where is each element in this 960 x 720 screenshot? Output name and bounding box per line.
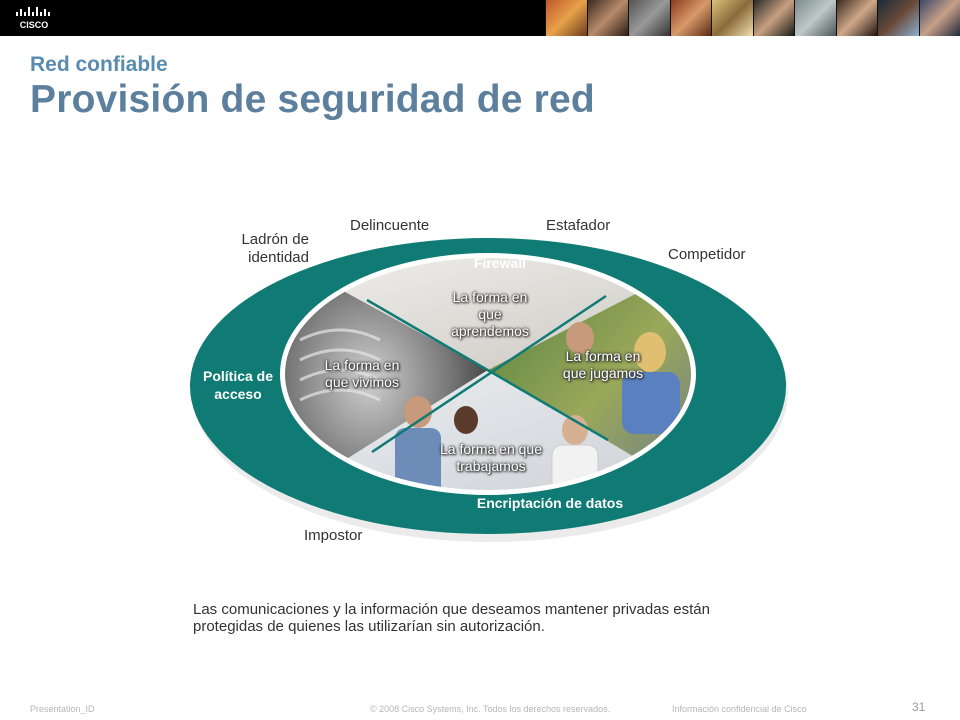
slide-caption: Las comunicaciones y la información que … [193,601,753,635]
photo-tile [711,0,753,36]
person-silhouette [622,372,680,434]
threat-label-line: identidad [248,249,309,266]
threat-impostor: Impostor [304,527,363,544]
photo-tile [669,0,711,36]
cisco-bridge-icon [16,7,50,16]
photo-tile [752,0,794,36]
segment-label-work: La forma en que trabajamos [426,441,556,475]
person-silhouette [566,322,594,354]
segment-label-learn: La forma en que aprendemos [440,289,540,340]
slide-title: Provisión de seguridad de red [30,78,595,121]
ring-label-data-encryption: Encriptación de datos [476,495,624,511]
photo-tile [628,0,670,36]
logo-text: CISCO [20,20,49,30]
segment-dividers [366,294,609,454]
photo-tile [835,0,877,36]
segment-label-line: trabajamos [456,458,526,474]
ring-label-access-policy: Política de acceso [191,367,285,403]
photo-tile [545,0,587,36]
segment-label-line: que vivimos [325,374,399,390]
footer-presentation-id: Presentation_ID [30,704,95,714]
cisco-logo: CISCO [12,5,56,31]
photo-tile [877,0,919,36]
person-silhouette [454,406,478,434]
threat-competitor: Competidor [668,246,746,263]
threat-fraudster: Estafador [546,217,611,234]
segment-label-line: que jugamos [562,365,644,381]
segment-label-line: que [478,306,502,322]
segment-label-play: La forma en que jugamos [553,348,653,382]
photo-tile [586,0,628,36]
xray-ribs [299,328,381,402]
page-number: 31 [912,700,926,714]
ring-label-line: Política de [202,368,274,384]
header-photo-strip [545,0,960,36]
threat-label-line: Ladrón de [241,231,309,248]
segment-label-line: La forma en [324,357,400,373]
caption-line: Las comunicaciones y la información que … [193,601,710,618]
segment-label-live: La forma en que vivimos [312,357,412,391]
segment-label-line: La forma en que [440,441,542,457]
segment-label-line: La forma en [452,289,528,305]
footer-copyright: © 2008 Cisco Systems, Inc. Todos los der… [370,704,611,714]
header-bar: CISCO [0,0,960,36]
slide-subtitle: Red confiable [30,53,168,76]
photo-tile [794,0,836,36]
photo-tile [918,0,960,36]
person-silhouette [404,396,432,428]
ring-label-line: acceso [214,386,262,402]
footer-confidential: Información confidencial de Cisco [672,704,807,714]
person-silhouette [562,415,588,445]
ring-label-firewall: Firewall [473,255,527,271]
segment-label-line: aprendemos [451,323,529,339]
person-silhouette [634,332,666,372]
segment-label-line: La forma en [565,348,641,364]
threat-criminal: Delincuente [350,217,430,234]
caption-line: protegidas de quienes las utilizarían si… [193,618,545,635]
threat-identity-thief: Ladrón de identidad [239,231,309,267]
